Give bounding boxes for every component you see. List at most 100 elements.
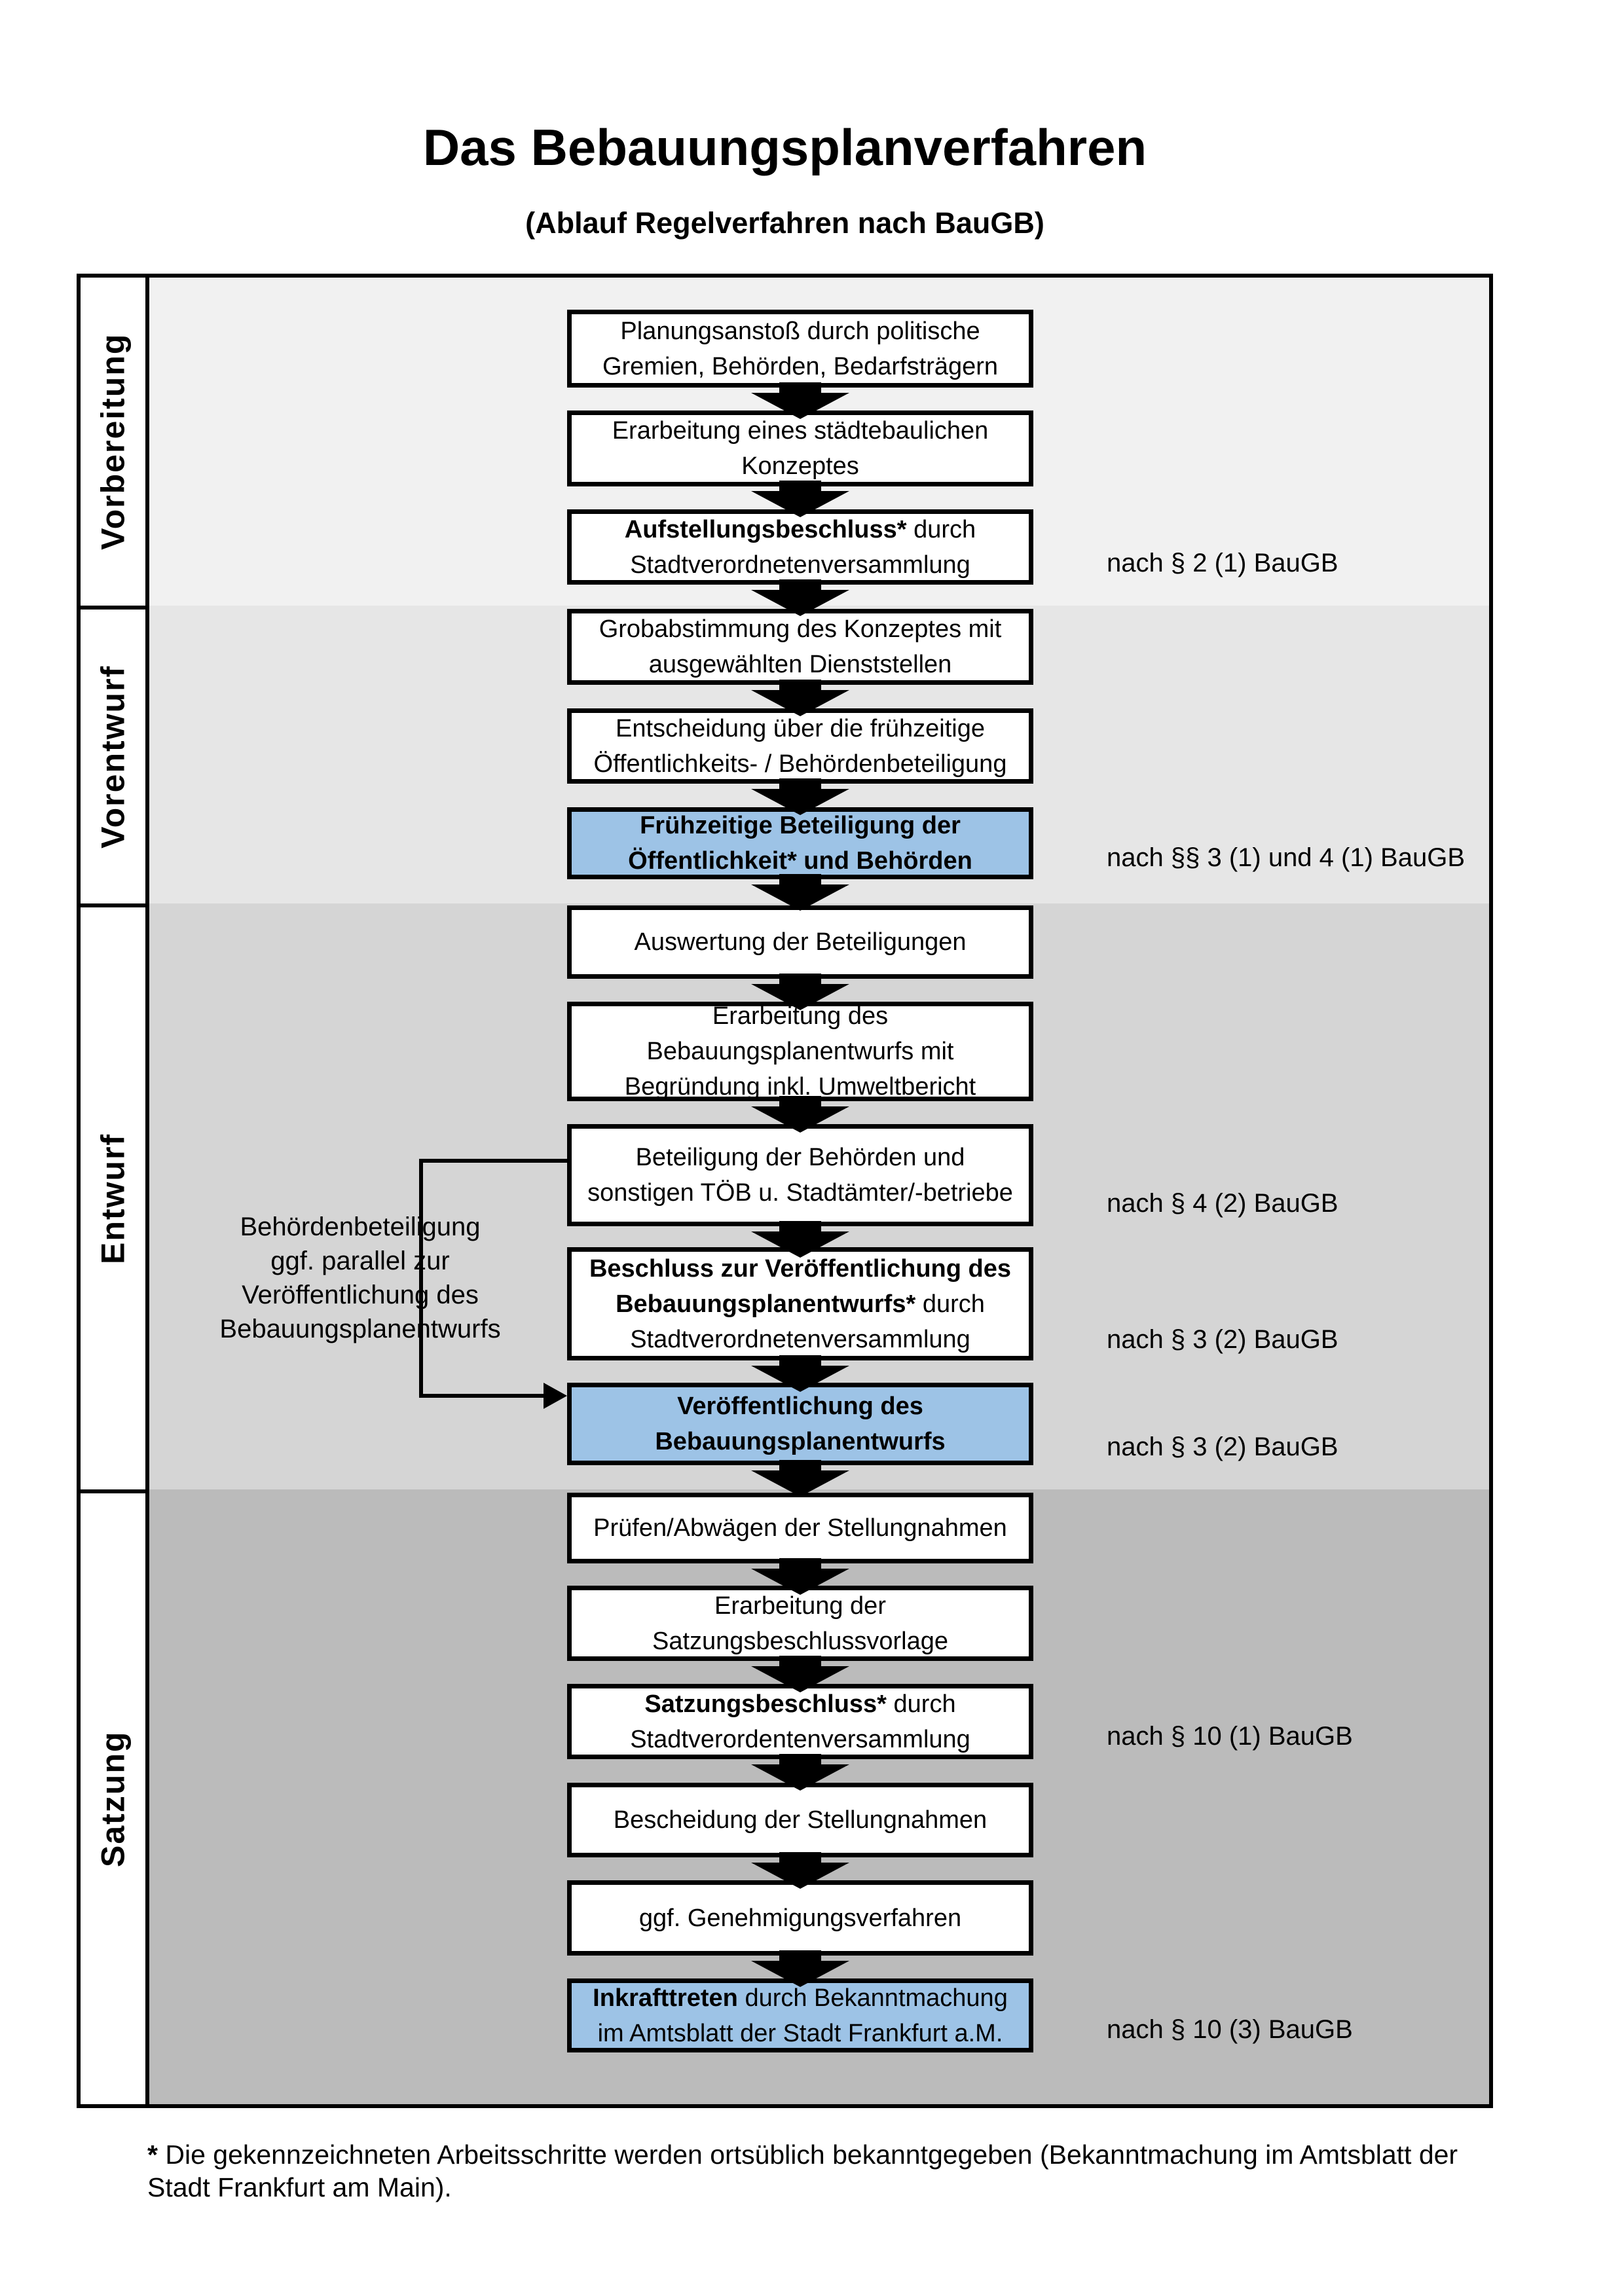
flow-box-erarbeitung-bebauungsplanentwurf: Erarbeitung des Bebauungsplanentwurfs mi… bbox=[567, 1002, 1033, 1101]
box-line: Auswertung der Beteiligungen bbox=[634, 928, 967, 956]
box-line: Bebauungsplanentwurfs bbox=[655, 1428, 946, 1455]
arrow-triangle bbox=[751, 1961, 849, 1987]
arrow-stem bbox=[779, 974, 821, 984]
legal-note: nach § 3 (2) BauGB bbox=[1107, 1325, 1338, 1354]
down-arrow-icon bbox=[751, 1221, 849, 1258]
arrow-stem bbox=[779, 1096, 821, 1106]
flow-box-genehmigungsverfahren: ggf. Genehmigungsverfahren bbox=[567, 1880, 1033, 1956]
box-line: Inkrafttreten durch Bekanntmachung bbox=[593, 1984, 1008, 2012]
down-arrow-icon bbox=[751, 1355, 849, 1392]
arrow-triangle bbox=[751, 884, 849, 911]
arrow-stem bbox=[779, 1950, 821, 1961]
box-line: Stadtverordnetenversammlung bbox=[630, 1325, 970, 1353]
arrow-triangle bbox=[751, 1231, 849, 1258]
arrow-stem bbox=[779, 1221, 821, 1231]
right-arrowhead-icon bbox=[544, 1383, 567, 1409]
flow-box-satzungsbeschlussvorlage: Erarbeitung der Satzungsbeschlussvorlage bbox=[567, 1586, 1033, 1661]
down-arrow-icon bbox=[751, 1950, 849, 1987]
flow-box-fruehzeitige-beteiligung: Frühzeitige Beteiligung der Öffentlichke… bbox=[567, 807, 1033, 879]
arrow-triangle bbox=[751, 690, 849, 716]
annotation-line: ggf. parallel zur bbox=[270, 1247, 450, 1275]
phase-label-entwurf: Entwurf bbox=[77, 903, 149, 1493]
box-line: Prüfen/Abwägen der Stellungnahmen bbox=[593, 1514, 1007, 1542]
footnote: * Die gekennzeichneten Arbeitsschritte w… bbox=[147, 2138, 1521, 2204]
down-arrow-icon bbox=[751, 1460, 849, 1497]
box-line: Grobabstimmung des Konzeptes mit bbox=[599, 615, 1002, 643]
arrow-triangle bbox=[751, 1106, 849, 1133]
arrow-triangle bbox=[751, 491, 849, 517]
box-line: im Amtsblatt der Stadt Frankfurt a.M. bbox=[597, 2019, 1003, 2047]
box-line: Erarbeitung eines städtebaulichen bbox=[612, 417, 989, 445]
flow-box-satzungsbeschluss: Satzungsbeschluss* durch Stadtverordente… bbox=[567, 1684, 1033, 1759]
legal-note: nach § 10 (3) BauGB bbox=[1107, 2015, 1353, 2044]
box-line: Frühzeitige Beteiligung der bbox=[640, 812, 961, 839]
down-arrow-icon bbox=[751, 778, 849, 815]
side-annotation: Behördenbeteiligung ggf. parallel zur Ve… bbox=[167, 1210, 553, 1346]
arrow-stem bbox=[779, 1754, 821, 1764]
legal-note: nach § 10 (1) BauGB bbox=[1107, 1722, 1353, 1751]
arrow-stem bbox=[779, 680, 821, 690]
box-line: sonstigen TÖB u. Stadtämter/-betriebe bbox=[587, 1179, 1013, 1207]
box-line: Bebauungsplanentwurfs* durch bbox=[616, 1290, 985, 1318]
annotation-line: Bebauungsplanentwurfs bbox=[219, 1315, 501, 1343]
box-line: Satzungsbeschluss* durch bbox=[644, 1690, 956, 1718]
down-arrow-icon bbox=[751, 579, 849, 616]
arrow-stem bbox=[779, 481, 821, 491]
box-line: Aufstellungsbeschluss* durch bbox=[624, 515, 976, 543]
flow-box-staedtebauliches-konzept: Erarbeitung eines städtebaulichen Konzep… bbox=[567, 410, 1033, 486]
legal-note: nach § 3 (2) BauGB bbox=[1107, 1432, 1338, 1461]
footnote-star: * bbox=[147, 2140, 158, 2170]
arrow-triangle bbox=[751, 393, 849, 419]
box-line: Entscheidung über die frühzeitige bbox=[615, 714, 986, 742]
box-line: Beschluss zur Veröffentlichung des bbox=[589, 1254, 1012, 1283]
arrow-triangle bbox=[751, 590, 849, 616]
box-line: ausgewählten Dienststellen bbox=[648, 651, 952, 678]
down-arrow-icon bbox=[751, 1096, 849, 1133]
flow-box-grobabstimmung: Grobabstimmung des Konzeptes mit ausgewä… bbox=[567, 609, 1033, 685]
arrow-triangle bbox=[751, 789, 849, 815]
box-line: ggf. Genehmigungsverfahren bbox=[638, 1904, 962, 1932]
box-line: Gremien, Behörden, Bedarfsträgern bbox=[602, 352, 999, 380]
down-arrow-icon bbox=[751, 382, 849, 419]
box-line: Veröffentlichung des bbox=[677, 1393, 923, 1420]
arrow-stem bbox=[779, 382, 821, 393]
legal-note: nach § 4 (2) BauGB bbox=[1107, 1189, 1338, 1218]
down-arrow-icon bbox=[751, 1656, 849, 1692]
phase-label-vorbereitung: Vorbereitung bbox=[77, 274, 149, 610]
down-arrow-icon bbox=[751, 1558, 849, 1595]
page-title: Das Bebauungsplanverfahren bbox=[422, 118, 1147, 176]
down-arrow-icon bbox=[751, 680, 849, 716]
parallel-connector-top-line bbox=[423, 1159, 567, 1163]
annotation-line: Behördenbeteiligung bbox=[240, 1212, 481, 1241]
box-line: Öffentlichkeits- / Behördenbeteiligung bbox=[593, 750, 1007, 778]
flow-box-aufstellungsbeschluss: Aufstellungsbeschluss* durch Stadtverord… bbox=[567, 509, 1033, 585]
arrow-triangle bbox=[751, 1764, 849, 1791]
down-arrow-icon bbox=[751, 1754, 849, 1791]
phase-label-satzung: Satzung bbox=[77, 1489, 149, 2108]
flow-box-beschluss-veroeffentlichung: Beschluss zur Veröffentlichung des Bebau… bbox=[567, 1247, 1033, 1360]
phase-label-vorentwurf: Vorentwurf bbox=[77, 606, 149, 907]
box-line: Konzeptes bbox=[741, 452, 859, 480]
arrow-stem bbox=[779, 1852, 821, 1863]
box-line: Bebauungsplanentwurfs mit bbox=[646, 1038, 954, 1065]
footnote-text: Die gekennzeichneten Arbeitsschritte wer… bbox=[147, 2140, 1458, 2202]
arrow-triangle bbox=[751, 984, 849, 1010]
arrow-stem bbox=[779, 1355, 821, 1366]
box-line: Erarbeitung der bbox=[714, 1592, 886, 1620]
down-arrow-icon bbox=[751, 1852, 849, 1889]
flow-box-beteiligung-behoerden: Beteiligung der Behörden und sonstigen T… bbox=[567, 1124, 1033, 1226]
box-line: Satzungsbeschlussvorlage bbox=[652, 1627, 949, 1655]
down-arrow-icon bbox=[751, 974, 849, 1010]
flow-box-entscheidung-fruehzeitige-beteiligung: Entscheidung über die frühzeitige Öffent… bbox=[567, 708, 1033, 784]
arrow-triangle bbox=[751, 1569, 849, 1595]
down-arrow-icon bbox=[751, 481, 849, 517]
box-line: Stadtverordentenversammlung bbox=[630, 1725, 970, 1753]
box-line: Bescheidung der Stellungnahmen bbox=[613, 1806, 987, 1834]
arrow-triangle bbox=[751, 1366, 849, 1392]
arrow-triangle bbox=[751, 1863, 849, 1889]
parallel-connector-vertical-line bbox=[419, 1159, 423, 1398]
arrow-triangle bbox=[751, 1666, 849, 1692]
arrow-stem bbox=[779, 1656, 821, 1666]
down-arrow-icon bbox=[751, 874, 849, 911]
